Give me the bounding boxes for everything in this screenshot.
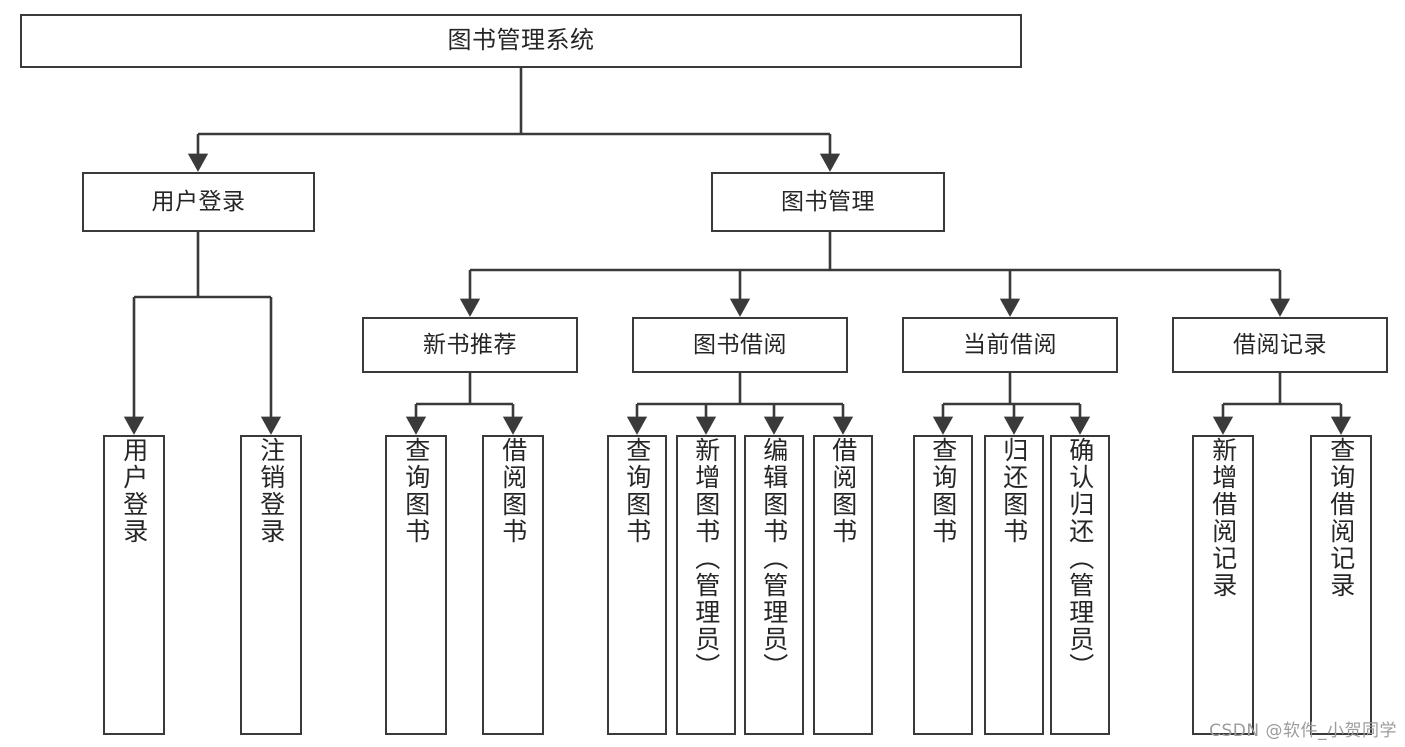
leaf-query-books-newbook-label: 查询图书: [401, 437, 431, 545]
leaf-query-books-borrow[interactable]: 查询图书: [607, 435, 667, 735]
leaf-query-books-current-label: 查询图书: [928, 437, 958, 545]
leaf-edit-book-admin[interactable]: 编辑图书（管理员）: [744, 435, 804, 735]
leaf-confirm-return-admin-label: 确认归还（管理员）: [1065, 437, 1095, 680]
leaf-add-book-admin-label: 新增图书（管理员）: [691, 437, 721, 680]
leaf-logout[interactable]: 注销登录: [240, 435, 302, 735]
node-new-book-recommend-label: 新书推荐: [423, 331, 517, 358]
leaf-lend-book-label: 借阅图书: [828, 437, 858, 545]
node-current-borrow-label: 当前借阅: [963, 331, 1057, 358]
node-book-borrow[interactable]: 图书借阅: [632, 317, 848, 373]
leaf-add-borrow-record-label: 新增借阅记录: [1208, 437, 1238, 599]
leaf-query-borrow-record-label: 查询借阅记录: [1326, 437, 1356, 599]
node-current-borrow[interactable]: 当前借阅: [902, 317, 1118, 373]
leaf-return-book[interactable]: 归还图书: [984, 435, 1044, 735]
leaf-return-book-label: 归还图书: [999, 437, 1029, 545]
leaf-query-books-current[interactable]: 查询图书: [913, 435, 973, 735]
node-root[interactable]: 图书管理系统: [20, 14, 1022, 68]
leaf-query-books-borrow-label: 查询图书: [622, 437, 652, 545]
node-book-borrow-label: 图书借阅: [693, 331, 787, 358]
node-user-login[interactable]: 用户登录: [82, 172, 315, 232]
leaf-user-login[interactable]: 用户登录: [103, 435, 165, 735]
node-borrow-records-label: 借阅记录: [1233, 331, 1327, 358]
leaf-borrow-books-newbook-label: 借阅图书: [498, 437, 528, 545]
leaf-query-borrow-record[interactable]: 查询借阅记录: [1310, 435, 1372, 735]
csdn-watermark: CSDN @软件_小贺同学: [1209, 721, 1397, 741]
leaf-confirm-return-admin[interactable]: 确认归还（管理员）: [1050, 435, 1110, 735]
node-root-label: 图书管理系统: [447, 26, 595, 55]
leaf-logout-label: 注销登录: [256, 437, 286, 545]
leaf-add-borrow-record[interactable]: 新增借阅记录: [1192, 435, 1254, 735]
leaf-lend-book[interactable]: 借阅图书: [813, 435, 873, 735]
leaf-borrow-books-newbook[interactable]: 借阅图书: [482, 435, 544, 735]
node-borrow-records[interactable]: 借阅记录: [1172, 317, 1388, 373]
node-new-book-recommend[interactable]: 新书推荐: [362, 317, 578, 373]
leaf-edit-book-admin-label: 编辑图书（管理员）: [759, 437, 789, 680]
node-user-login-label: 用户登录: [151, 188, 246, 215]
leaf-query-books-newbook[interactable]: 查询图书: [385, 435, 447, 735]
node-book-management-label: 图书管理: [781, 188, 875, 215]
leaf-user-login-label: 用户登录: [119, 437, 149, 545]
leaf-add-book-admin[interactable]: 新增图书（管理员）: [676, 435, 736, 735]
node-book-management[interactable]: 图书管理: [711, 172, 945, 232]
